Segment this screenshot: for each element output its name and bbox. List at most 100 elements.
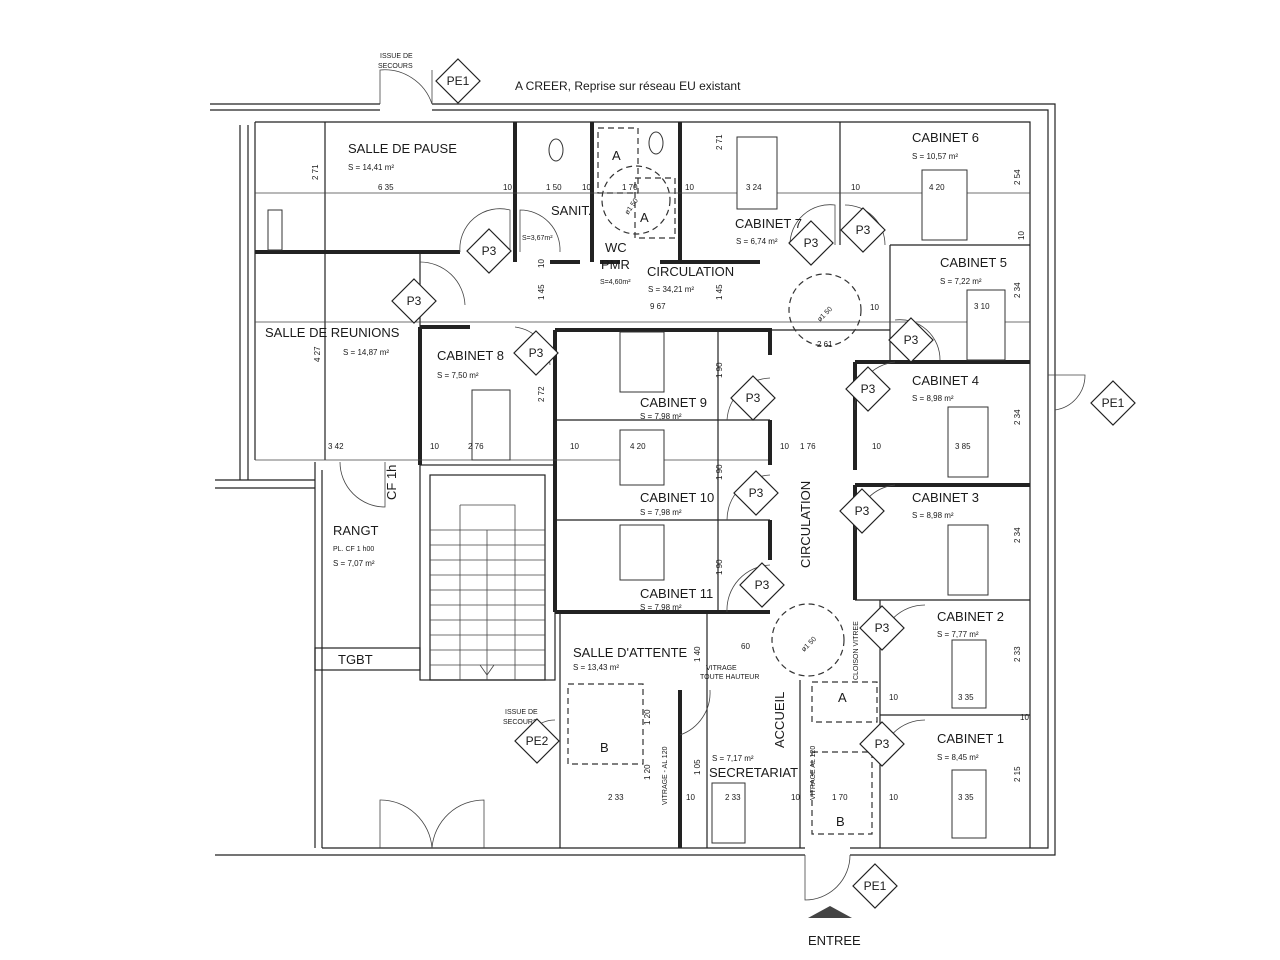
room-name: SALLE DE PAUSE <box>348 141 457 156</box>
room-area: S=3,67m² <box>522 235 553 242</box>
dimension: 1 90 <box>715 362 724 378</box>
dimension: 4 20 <box>630 442 646 451</box>
room-area: S = 7,17 m² <box>712 754 754 763</box>
room-name: CABINET 9 <box>640 395 707 410</box>
room-area: S = 14,87 m² <box>343 348 389 357</box>
zone-label: A <box>640 210 649 225</box>
door-tag: P3 <box>875 737 890 751</box>
door-tag-diamond <box>845 366 891 412</box>
outer-walls <box>210 103 1056 856</box>
dimension: 1 76 <box>800 442 816 451</box>
door-tag-diamond <box>391 278 437 324</box>
dimension: 10 <box>582 183 591 192</box>
room-name: PMR <box>601 257 630 272</box>
door-swings <box>339 69 1086 901</box>
door-tag: P3 <box>529 346 544 360</box>
door-tag: PE1 <box>1102 396 1125 410</box>
entrance-label: ENTREE <box>808 933 861 948</box>
room-area: S = 7,98 m² <box>640 412 682 421</box>
glazing-label: VITRAGE - AL 120 <box>662 746 669 805</box>
dimension: 1 90 <box>715 559 724 575</box>
dimension: 3 10 <box>974 302 990 311</box>
dimension: 3 42 <box>328 442 344 451</box>
room-name: CABINET 2 <box>937 609 1004 624</box>
room-area: S = 8,98 m² <box>912 394 954 403</box>
glazing-label: TOUTE HAUTEUR <box>700 674 759 681</box>
dimension: 2 34 <box>1013 409 1022 425</box>
dimensions: 2 71 6 35 10 1 50 10 1 70 10 3 24 2 71 1… <box>311 134 1029 802</box>
door-tag: P3 <box>755 578 770 592</box>
door-tag: P3 <box>482 244 497 258</box>
dimension: 6 35 <box>378 183 394 192</box>
door-tag-diamond <box>840 207 886 253</box>
room-name: CABINET 10 <box>640 490 714 505</box>
door-tag: PE1 <box>864 879 887 893</box>
dimension: 9 67 <box>650 302 666 311</box>
partition-label: CLOISON VITREE <box>853 621 860 680</box>
dimension: 1 70 <box>622 183 638 192</box>
room-name: CABINET 11 <box>640 586 713 601</box>
room-area: S = 7,98 m² <box>640 508 682 517</box>
dimension: 10 <box>503 183 512 192</box>
room-name: SALLE DE REUNIONS <box>265 325 400 340</box>
dimension: 10 <box>1020 713 1029 722</box>
room-name: CABINET 7 <box>735 216 802 231</box>
dimension: 2 33 <box>608 793 624 802</box>
dimension: 10 <box>430 442 439 451</box>
dimension: 2 54 <box>1013 169 1022 185</box>
room-area: S = 8,45 m² <box>937 753 979 762</box>
dimension: 10 <box>791 793 800 802</box>
dimension: 60 <box>741 642 750 651</box>
room-area: S = 8,98 m² <box>912 511 954 520</box>
entrance-arrow-icon <box>808 906 852 918</box>
dimension: 1 20 <box>643 764 652 780</box>
dimension: 1 45 <box>715 284 724 300</box>
accessibility-zones <box>567 127 878 835</box>
room-area: S = 7,50 m² <box>437 371 479 380</box>
room-area: S=4,60m² <box>600 279 631 286</box>
dimension: 10 <box>870 303 879 312</box>
dimension: 1 05 <box>693 759 702 775</box>
dimension: 2 76 <box>468 442 484 451</box>
dimension: 10 <box>851 183 860 192</box>
room-area: S = 10,57 m² <box>912 152 958 161</box>
glazing-label: VITRAGE AL 120 <box>810 746 817 800</box>
dimension: 1 90 <box>715 464 724 480</box>
construction-note: A CREER, Reprise sur réseau EU existant <box>515 79 741 93</box>
dimension: 2 34 <box>1013 527 1022 543</box>
room-name: SANIT. <box>551 203 591 218</box>
room-name: WC <box>605 240 627 255</box>
room-area: S = 7,98 m² <box>640 603 682 612</box>
door-tag: P3 <box>856 223 871 237</box>
door-tag-diamond <box>435 58 481 104</box>
room-name: ACCUEIL <box>772 692 787 748</box>
dimension: 10 <box>872 442 881 451</box>
misc-labels: CF 1h VITRAGE TOUTE HAUTEUR VITRAGE - AL… <box>384 148 860 829</box>
dimension: 4 27 <box>313 346 322 362</box>
room-area: S = 7,07 m² <box>333 559 375 568</box>
emergency-exit-label: ISSUE DE <box>380 53 413 60</box>
dimension: 10 <box>686 793 695 802</box>
zone-label: B <box>836 814 845 829</box>
furniture <box>267 131 1006 844</box>
dimension: 1 45 <box>537 284 546 300</box>
dimension: 3 85 <box>955 442 971 451</box>
dimension: 3 35 <box>958 693 974 702</box>
dimension: 2 71 <box>715 134 724 150</box>
room-sub: PL. CF 1 h00 <box>333 546 374 553</box>
room-labels: SALLE DE PAUSE S = 14,41 m² SANIT. S=3,6… <box>265 130 1007 780</box>
dimension: 10 <box>889 693 898 702</box>
room-area: S = 34,21 m² <box>648 285 694 294</box>
dimension: 10 <box>570 442 579 451</box>
room-area: S = 7,22 m² <box>940 277 982 286</box>
dimension: 1 50 <box>546 183 562 192</box>
dimension: 2 15 <box>1013 766 1022 782</box>
room-area: S = 14,41 m² <box>348 163 394 172</box>
door-tag: P3 <box>861 382 876 396</box>
emergency-exit-label: SECOURS <box>503 719 538 726</box>
dimension: 3 24 <box>746 183 762 192</box>
dimension: 10 <box>1017 231 1026 240</box>
dimension: 3 35 <box>958 793 974 802</box>
room-name: CABINET 5 <box>940 255 1007 270</box>
